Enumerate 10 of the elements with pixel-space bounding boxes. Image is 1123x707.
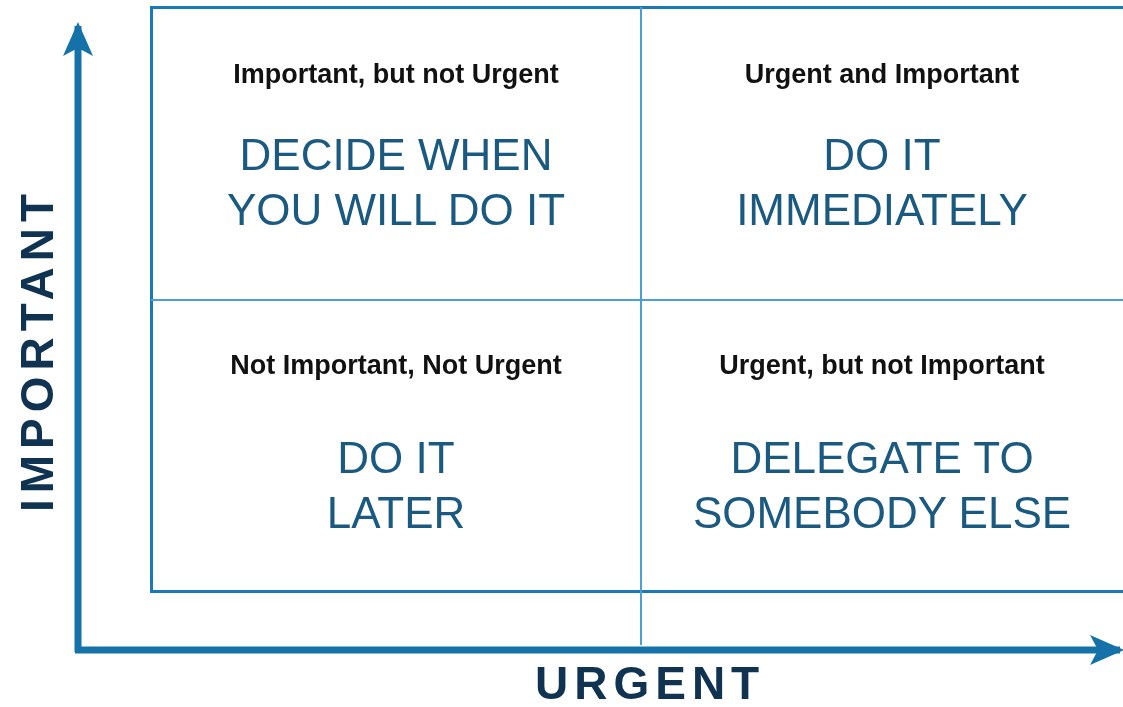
quadrant-heading: Important, but not Urgent [232,59,560,90]
action-text: DECIDE WHEN YOU WILL DO IT [225,129,567,236]
vertical-axis-label: IMPORTANT [10,188,64,512]
action-text: DELEGATE TO SOMEBODY ELSE [691,432,1073,539]
quadrant-heading: Not Important, Not Urgent [229,350,563,381]
quadrant-heading: Urgent, but not Important [718,350,1046,381]
action-text: DO IT IMMEDIATELY [735,129,1029,236]
quadrant-heading: Urgent and Important [743,59,1021,90]
horizontal-axis-label: URGENT [535,656,766,707]
action-text: DO IT LATER [325,432,467,539]
